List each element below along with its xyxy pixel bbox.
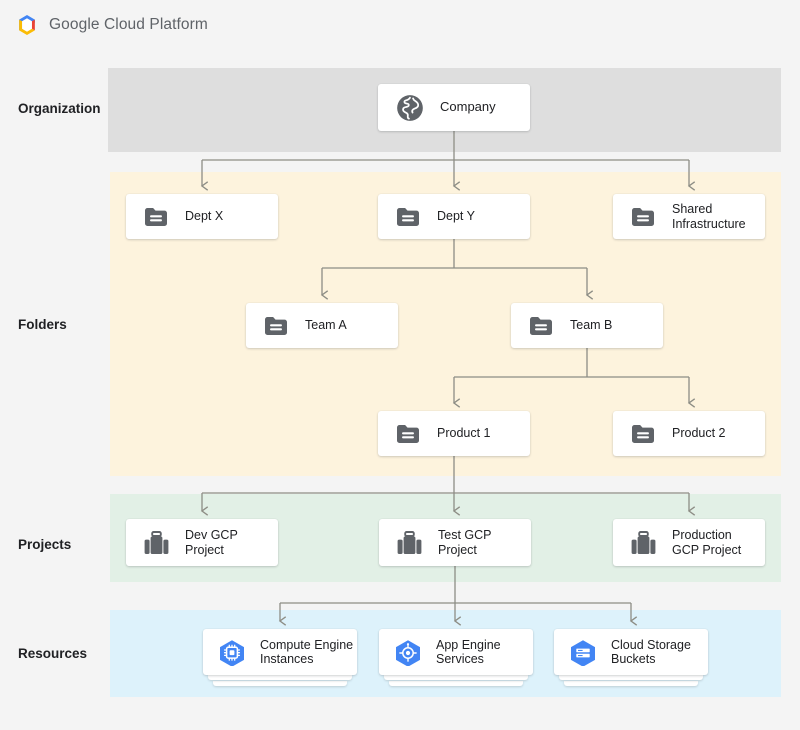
- node-label: Company: [440, 99, 496, 115]
- briefcase-icon: [396, 530, 423, 556]
- folder-icon: [528, 315, 554, 337]
- brand-google: Google: [49, 16, 104, 33]
- gcp-hexagon-logo-icon: [14, 12, 40, 38]
- node-label: Product 2: [672, 426, 726, 441]
- globe-icon: [396, 94, 424, 122]
- briefcase-icon: [143, 530, 170, 556]
- compute-engine-icon: [217, 639, 247, 667]
- folder-icon: [395, 423, 421, 445]
- brand-title: Google Cloud Platform: [49, 16, 208, 34]
- brand-cloud-platform: Cloud Platform: [104, 16, 208, 33]
- node-label: Cloud Storage Buckets: [611, 637, 691, 667]
- node-company[interactable]: Company: [378, 84, 530, 131]
- row-label-folders: Folders: [18, 317, 67, 332]
- node-label: Production GCP Project: [672, 528, 742, 557]
- node-team-b[interactable]: Team B: [511, 303, 663, 348]
- app-engine-icon: [393, 639, 423, 667]
- resource-card[interactable]: Cloud Storage Buckets: [554, 629, 708, 675]
- node-shared-infrastructure[interactable]: Shared Infrastructure: [613, 194, 765, 239]
- row-label-resources: Resources: [18, 646, 88, 661]
- node-app-engine-services[interactable]: App Engine Services: [379, 629, 533, 686]
- node-label: App Engine Services: [436, 637, 501, 667]
- resource-card[interactable]: Compute Engine Instances: [203, 629, 357, 675]
- node-test-gcp-project[interactable]: Test GCP Project: [379, 519, 531, 566]
- node-label: Dev GCP Project: [185, 528, 238, 557]
- cloud-storage-icon: [568, 639, 598, 667]
- folder-icon: [263, 315, 289, 337]
- node-label: Shared Infrastructure: [672, 202, 746, 231]
- node-compute-engine-instances[interactable]: Compute Engine Instances: [203, 629, 357, 686]
- folder-icon: [630, 206, 656, 228]
- stacked-card-edge: [559, 675, 703, 680]
- stacked-card-edge: [389, 681, 523, 686]
- folder-icon: [630, 423, 656, 445]
- briefcase-icon: [630, 530, 657, 556]
- resource-card[interactable]: App Engine Services: [379, 629, 533, 675]
- node-cloud-storage-buckets[interactable]: Cloud Storage Buckets: [554, 629, 708, 686]
- node-label: Compute Engine Instances: [260, 637, 354, 667]
- node-dept-y[interactable]: Dept Y: [378, 194, 530, 239]
- node-label: Team A: [305, 318, 347, 333]
- node-product-1[interactable]: Product 1: [378, 411, 530, 456]
- node-label: Product 1: [437, 426, 491, 441]
- node-label: Dept Y: [437, 209, 475, 224]
- folder-icon: [143, 206, 169, 228]
- page-header: Google Cloud Platform: [14, 12, 208, 38]
- stacked-card-edge: [384, 675, 528, 680]
- node-dev-gcp-project[interactable]: Dev GCP Project: [126, 519, 278, 566]
- row-label-projects: Projects: [18, 537, 72, 552]
- node-label: Test GCP Project: [438, 528, 492, 557]
- stacked-card-edge: [564, 681, 698, 686]
- stacked-card-edge: [208, 675, 352, 680]
- node-production-gcp-project[interactable]: Production GCP Project: [613, 519, 765, 566]
- folder-icon: [395, 206, 421, 228]
- stacked-card-edge: [213, 681, 347, 686]
- node-product-2[interactable]: Product 2: [613, 411, 765, 456]
- node-team-a[interactable]: Team A: [246, 303, 398, 348]
- node-label: Dept X: [185, 209, 224, 224]
- node-label: Team B: [570, 318, 613, 333]
- node-dept-x[interactable]: Dept X: [126, 194, 278, 239]
- row-label-organization: Organization: [18, 101, 101, 116]
